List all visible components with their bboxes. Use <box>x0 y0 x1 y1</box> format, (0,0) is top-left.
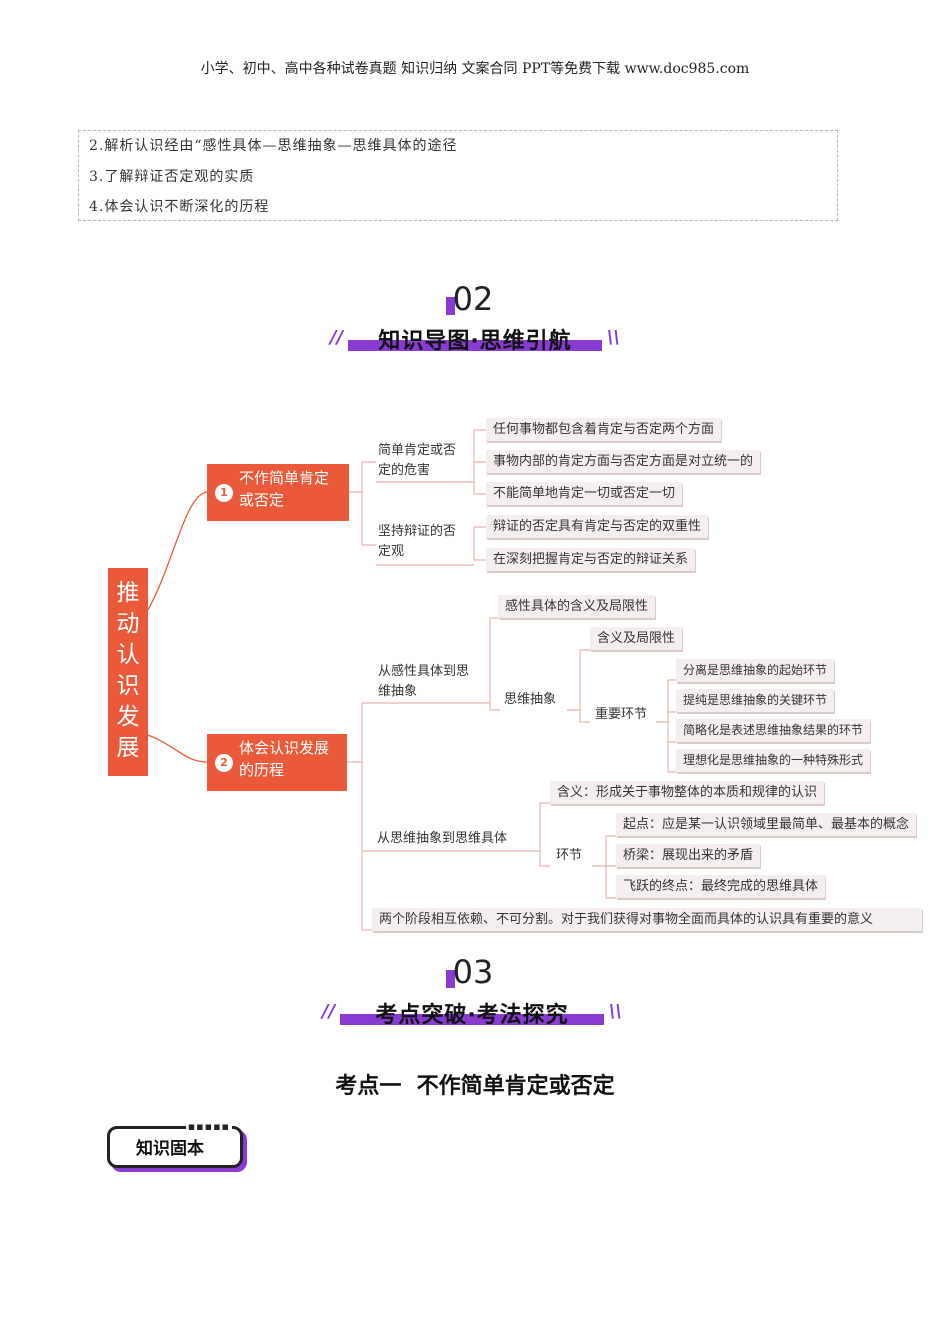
branch-number-badge: 2 <box>215 753 233 772</box>
page-header: 小学、初中、高中各种试卷真题 知识归纳 文案合同 PPT等免费下载 www.do… <box>200 61 750 77</box>
title-highlight-bar <box>340 1014 604 1025</box>
mindmap-root: 推动认识发展 <box>108 568 148 776</box>
section-number-marker <box>446 297 455 315</box>
kaodian-heading: 考点一 不作简单肯定或否定 <box>335 1074 615 1099</box>
mindmap-leaf: 不能简单地肯定一切或否定一切 <box>486 482 683 505</box>
mindmap-leaf: 感性具体的含义及局限性 <box>498 595 656 618</box>
section-title: // 知识导图·思维引航 \\ <box>330 323 620 354</box>
section-number: 02 <box>413 280 533 318</box>
mindmap-leaf: 理想化是思维抽象的一种特殊形式 <box>676 749 871 772</box>
mindmap-leaf: 含义：形成关于事物整体的本质和规律的认识 <box>550 781 825 804</box>
badge-label: 知识固本 <box>136 1139 204 1159</box>
mindmap-node: 环节 <box>556 848 583 863</box>
mindmap-leaf: 两个阶段相互依赖、不可分割。对于我们获得对事物全面而具体的认识具有重要的意义 <box>372 908 922 931</box>
mindmap-branch-2: 2 体会认识发展的历程 <box>207 734 347 791</box>
mindmap-node: 从思维抽象到思维具体 <box>377 831 508 846</box>
mindmap-leaf: 在深刻把握肯定与否定的辩证关系 <box>486 548 696 571</box>
mindmap-leaf: 任何事物都包含着肯定与否定两个方面 <box>486 418 722 441</box>
mindmap-node: 重要环节 <box>595 707 648 722</box>
badge-dots: ▪▪▪▪▪ <box>185 1120 232 1133</box>
mindmap-leaf: 简略化是表述思维抽象结果的环节 <box>676 719 871 742</box>
section-number: 03 <box>413 953 533 991</box>
mindmap-node: 简单肯定或否定的危害 <box>378 443 457 478</box>
mindmap-leaf: 含义及局限性 <box>590 627 683 650</box>
branch-number-badge: 1 <box>215 483 233 502</box>
slash-decoration: \\ <box>608 1001 622 1022</box>
mindmap-node: 从感性具体到思维抽象 <box>378 664 470 699</box>
mindmap-leaf: 提纯是思维抽象的关键环节 <box>676 689 835 712</box>
objective-item: 2.解析认识经由“感性具体—思维抽象—思维具体的途径 <box>89 138 458 154</box>
mindmap-leaf: 飞跃的终点：最终完成的思维具体 <box>616 875 826 898</box>
section-title-text: 考点突破·考法探究 <box>375 1003 569 1028</box>
slash-decoration: // <box>330 327 344 348</box>
mindmap-node: 思维抽象 <box>504 692 557 707</box>
section-title: // 考点突破·考法探究 \\ <box>322 997 622 1028</box>
section-number-marker <box>446 970 455 988</box>
objective-item: 4.体会认识不断深化的历程 <box>89 199 270 215</box>
mindmap-leaf: 辩证的否定具有肯定与否定的双重性 <box>486 515 709 538</box>
branch-label: 体会认识发展的历程 <box>239 739 330 779</box>
mindmap-branch-1: 1 不作简单肯定或否定 <box>207 464 349 521</box>
section-title-text: 知识导图·思维引航 <box>378 329 572 354</box>
objectives-box: 2.解析认识经由“感性具体—思维抽象—思维具体的途径 3.了解辩证否定观的实质 … <box>78 130 838 221</box>
mindmap-node: 坚持辩证的否定观 <box>378 524 457 559</box>
title-highlight-bar <box>348 340 602 351</box>
knowledge-badge: ▪▪▪▪▪ 知识固本 <box>107 1120 243 1168</box>
mindmap-leaf: 分离是思维抽象的起始环节 <box>676 659 835 682</box>
section-number-text: 02 <box>452 280 494 318</box>
mindmap-leaf: 事物内部的肯定方面与否定方面是对立统一的 <box>486 450 761 473</box>
objective-item: 3.了解辩证否定观的实质 <box>89 168 255 185</box>
mindmap-leaf: 起点：应是某一认识领域里最简单、最基本的概念 <box>616 813 917 836</box>
mindmap-leaf: 桥梁：展现出来的矛盾 <box>616 844 761 867</box>
slash-decoration: // <box>322 1001 336 1022</box>
slash-decoration: \\ <box>606 327 620 348</box>
section-number-text: 03 <box>452 953 494 991</box>
branch-label: 不作简单肯定或否定 <box>239 469 330 509</box>
